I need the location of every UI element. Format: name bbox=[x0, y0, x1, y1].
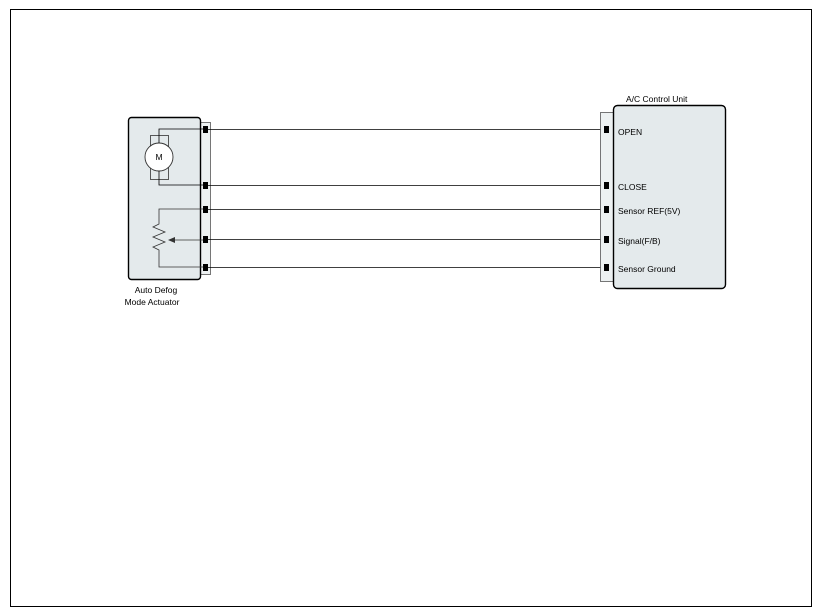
actuator-connector-housing bbox=[200, 122, 211, 275]
potentiometer-symbol bbox=[151, 208, 206, 268]
cu-pin-sensor-ref bbox=[604, 206, 609, 213]
actuator-pin-3 bbox=[203, 206, 208, 213]
pin-label-open: OPEN bbox=[618, 127, 642, 137]
actuator-pin-4 bbox=[203, 236, 208, 243]
pin-label-sensor-ref: Sensor REF(5V) bbox=[618, 206, 681, 216]
actuator-pins bbox=[203, 126, 208, 271]
pin-label-signal: Signal(F/B) bbox=[618, 236, 661, 246]
actuator-pin-5 bbox=[203, 264, 208, 271]
wiper-arrow bbox=[168, 237, 175, 243]
control-unit-connector-housing bbox=[600, 112, 615, 282]
motor-label: M bbox=[155, 152, 162, 162]
cu-pin-close bbox=[604, 182, 609, 189]
motor-symbol: M bbox=[144, 128, 206, 186]
actuator-pin-2 bbox=[203, 182, 208, 189]
actuator-pin-1 bbox=[203, 126, 208, 133]
resistor-zigzag bbox=[151, 208, 206, 268]
actuator-body bbox=[127, 116, 202, 281]
pin-label-sensor-ground: Sensor Ground bbox=[618, 264, 676, 274]
cu-pin-signal bbox=[604, 236, 609, 243]
wires bbox=[208, 129, 605, 268]
actuator-name-line2: Mode Actuator bbox=[125, 297, 180, 307]
pin-label-close: CLOSE bbox=[618, 182, 647, 192]
actuator-name-line1: Auto Defog bbox=[135, 285, 178, 295]
control-unit-pin-labels: OPEN CLOSE Sensor REF(5V) Signal(F/B) Se… bbox=[618, 127, 681, 274]
cu-pin-sensor-ground bbox=[604, 264, 609, 271]
cu-pin-open bbox=[604, 126, 609, 133]
control-unit-body bbox=[612, 104, 727, 290]
diagram-frame bbox=[10, 9, 812, 607]
control-unit-title: A/C Control Unit bbox=[626, 94, 688, 104]
control-unit-pins bbox=[604, 126, 609, 271]
